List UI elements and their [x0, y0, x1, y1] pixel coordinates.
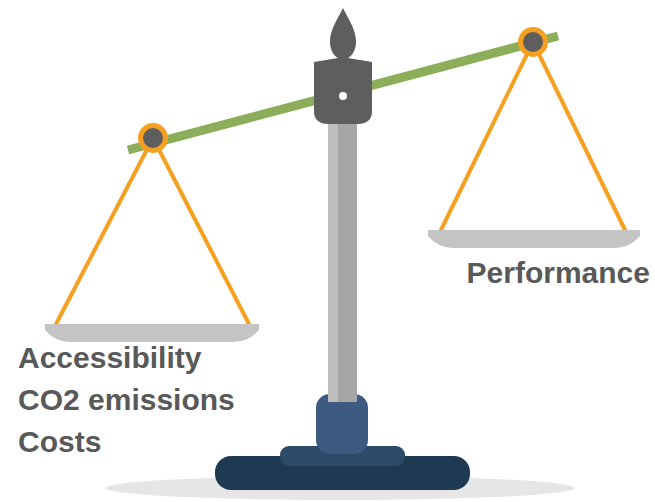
pillar-head	[314, 8, 372, 124]
pillar	[328, 110, 357, 402]
right-pan	[428, 27, 640, 248]
pivot-dot	[339, 92, 347, 100]
pan-label: Accessibility	[18, 341, 201, 375]
pan-label: Costs	[18, 425, 101, 459]
pan-label: Performance	[467, 256, 650, 290]
pillar-foot	[316, 394, 368, 454]
left-pan	[45, 123, 259, 342]
pillar-shade	[328, 110, 338, 402]
pan-label: CO2 emissions	[18, 383, 235, 417]
